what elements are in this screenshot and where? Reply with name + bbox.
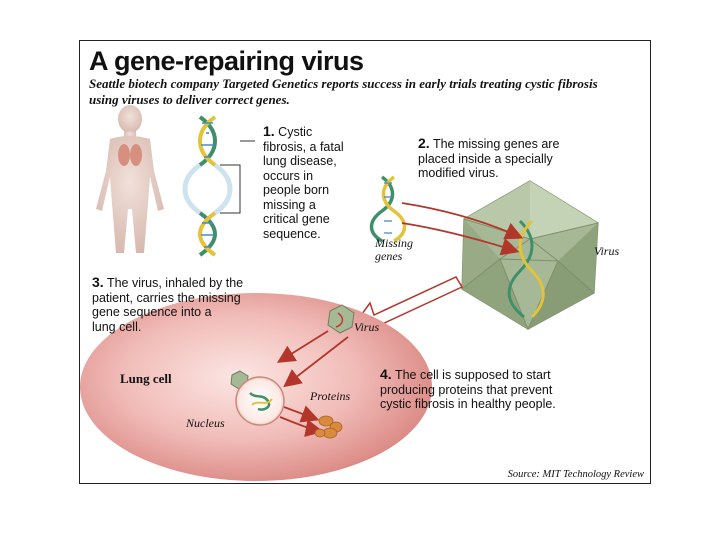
step-3-text: 3. The virus, inhaled by the patient, ca… xyxy=(92,275,312,334)
step-line: The virus, inhaled by the xyxy=(106,276,244,290)
illustration xyxy=(80,105,599,481)
step-line: placed inside a specially xyxy=(418,151,553,166)
step-line: people born xyxy=(263,183,330,197)
step-line: The cell is supposed to start xyxy=(394,368,551,382)
step-line: cystic fibrosis in healthy people. xyxy=(380,397,556,411)
virus-small-label: Virus xyxy=(354,320,380,334)
step-number: 2. xyxy=(418,135,430,151)
step-number: 1. xyxy=(263,123,275,139)
missing-genes-dna-icon xyxy=(369,175,407,243)
step-line: Cystic xyxy=(278,125,313,139)
source-credit: Source: MIT Technology Review xyxy=(507,469,644,480)
step-line: patient, carries the missing xyxy=(92,290,241,305)
lung-cell-label: Lung cell xyxy=(120,371,172,386)
step-line: sequence. xyxy=(263,226,321,241)
step-line: gene sequence into a xyxy=(92,305,212,319)
step-line: missing a xyxy=(263,197,316,212)
step-line: modified virus. xyxy=(418,166,499,180)
step-line: critical gene xyxy=(263,212,330,226)
page-subtitle: Seattle biotech company Targeted Genetic… xyxy=(89,76,598,107)
arrow-icon xyxy=(401,222,520,256)
step-line: lung cell. xyxy=(92,319,142,334)
virus-large-label: Virus xyxy=(594,244,620,258)
human-body-icon xyxy=(96,105,164,253)
step-line: lung disease, xyxy=(263,154,337,168)
nucleus-icon xyxy=(235,376,285,426)
step-number: 4. xyxy=(380,366,392,382)
virus-large-icon xyxy=(461,180,599,331)
arrow-icon xyxy=(276,330,329,363)
infographic-frame: A gene-repairing virus Seattle biotech c… xyxy=(79,40,651,484)
step-line: fibrosis, a fatal xyxy=(263,139,344,154)
dna-strand-icon xyxy=(182,115,233,257)
label-line: Missing xyxy=(375,236,414,250)
missing-genes-label: Missing genes xyxy=(375,237,413,263)
label-line: genes xyxy=(375,249,403,263)
proteins-label: Proteins xyxy=(310,389,351,403)
virus-small-icon xyxy=(327,304,355,334)
nucleus-label: Nucleus xyxy=(186,416,225,430)
step-line: The missing genes are xyxy=(432,137,560,151)
proteins-icon xyxy=(314,415,343,439)
bracket-line xyxy=(220,140,255,214)
step-line: occurs in xyxy=(263,168,314,183)
page-title: A gene-repairing virus xyxy=(89,46,364,76)
step-4-text: 4. The cell is supposed to start produci… xyxy=(380,367,642,412)
step-2-text: 2. The missing genes are placed inside a… xyxy=(418,136,648,181)
step-number: 3. xyxy=(92,274,104,290)
step-line: producing proteins that prevent xyxy=(380,382,553,397)
arrow-icon xyxy=(401,202,524,240)
arrow-icon xyxy=(283,405,320,423)
arrow-icon xyxy=(283,336,349,388)
step-1-text: 1. Cystic fibrosis, a fatal lung disease… xyxy=(263,124,383,241)
